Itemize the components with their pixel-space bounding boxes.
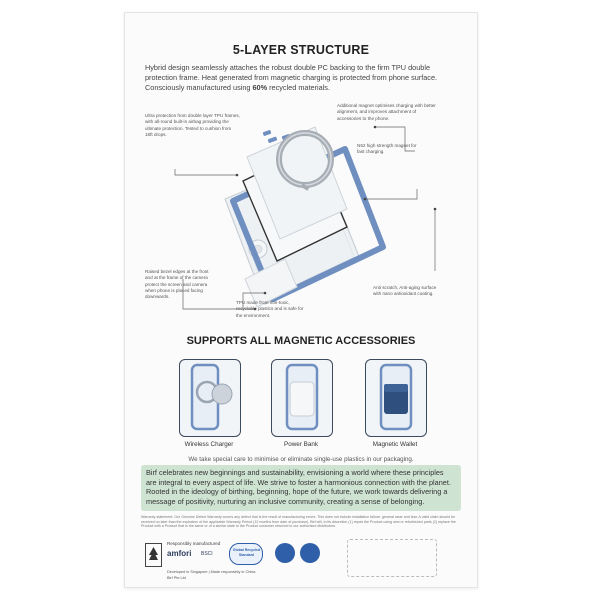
accessory-power-bank <box>271 359 333 437</box>
developed-line: Developed in Singapore | Made responsibl… <box>167 570 256 574</box>
exploded-layer-diagram <box>174 125 437 311</box>
label-magnetic-wallet: Magnetic Wallet <box>372 441 418 448</box>
packaging-pledge: We take special care to minimise or elim… <box>188 456 414 463</box>
intro-text-1: Hybrid design seamlessly attaches the ro… <box>145 63 438 92</box>
accessory-wireless-charger <box>179 359 241 437</box>
note-raised-bezel: Raised bezel edges at the front and at t… <box>145 269 209 300</box>
certification-badge-2 <box>300 543 320 563</box>
warranty-statement: Warranty statement: Our Genuine Defect W… <box>141 515 456 529</box>
grs-line-1: Global Recycled <box>232 548 261 552</box>
company-name: Birf Pte Ltd <box>167 576 186 580</box>
packaging-card: 5-LAYER STRUCTURE Hybrid design seamless… <box>124 12 478 588</box>
grs-line-2: Standard <box>238 552 255 557</box>
note-n52-magnet: N52 high strength magnet for fast chargi… <box>357 143 417 155</box>
power-bank-icon <box>285 363 319 431</box>
responsibly-manufactured: Responsibly manufactured <box>167 541 221 546</box>
grs-text: Global Recycled Standard <box>229 548 264 557</box>
note-ultra-protection: Ultra protection from double layer TPU f… <box>145 113 240 137</box>
magnet-ring <box>276 130 334 191</box>
leader-lines <box>174 126 436 310</box>
accessory-magnetic-wallet <box>365 359 427 437</box>
fsc-logo <box>145 543 162 567</box>
barcode-area <box>347 539 437 577</box>
mission-statement: Birf celebrates new beginnings and susta… <box>146 468 451 506</box>
intro-bold: 60% <box>252 83 268 92</box>
note-additional-magnet: Additional magnet optimises charging wit… <box>337 103 436 121</box>
tree-icon <box>149 547 158 560</box>
intro-text-2: recycled materials. <box>267 83 330 92</box>
accessories-title: SUPPORTS ALL MAGNETIC ACCESSORIES <box>186 335 416 347</box>
note-anti-scratch: Anti scratch, Anti-aging surface with na… <box>373 285 437 297</box>
note-tpu-material: TPU made from non-toxic, recyclable plas… <box>236 300 304 318</box>
leader-dots <box>235 125 437 311</box>
mission-box <box>141 465 461 511</box>
bsci-label: BSCI <box>201 551 213 557</box>
amfori-logo: amfori <box>167 549 192 558</box>
label-power-bank: Power Bank <box>284 441 318 448</box>
lower-frame-detail <box>244 258 298 308</box>
grs-badge <box>229 543 263 565</box>
certification-badge-1 <box>275 543 295 563</box>
page-title: 5-LAYER STRUCTURE <box>232 43 370 57</box>
magnetic-wallet-icon <box>379 363 413 431</box>
intro-paragraph: Hybrid design seamlessly attaches the ro… <box>145 63 463 93</box>
label-wireless-charger: Wireless Charger <box>184 441 234 448</box>
wireless-charger-icon <box>190 363 233 431</box>
